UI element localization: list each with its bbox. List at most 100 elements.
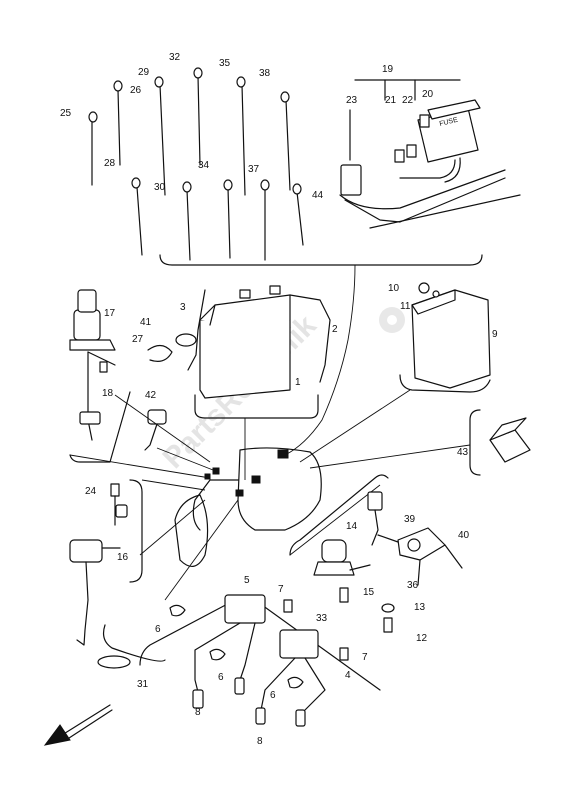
callout-40: 40 xyxy=(458,530,470,541)
fuse-20 xyxy=(419,114,430,128)
callout-2: 2 xyxy=(332,324,338,335)
callout-42: 42 xyxy=(145,390,157,401)
callout-33: 33 xyxy=(316,613,328,624)
fuse-box: FUSE xyxy=(339,79,521,229)
cable-tie-30 xyxy=(186,189,191,261)
ties-bracket xyxy=(159,254,483,266)
callout-8a: 8 xyxy=(195,707,201,718)
callout-28: 28 xyxy=(104,158,116,169)
callout-20: 20 xyxy=(422,89,434,100)
screw-40 xyxy=(444,544,463,569)
callout-26: 26 xyxy=(130,85,142,96)
battery-lead-2 xyxy=(289,294,331,383)
callout-23: 23 xyxy=(346,95,358,106)
callout-3: 3 xyxy=(180,302,186,313)
frame-sketch xyxy=(174,447,322,567)
callout-21: 21 xyxy=(385,95,397,106)
starter-relay-16 xyxy=(69,479,143,646)
callout-39: 39 xyxy=(404,514,416,525)
battery-lead-3 xyxy=(187,289,206,371)
callout-37: 37 xyxy=(248,164,260,175)
callout-15: 15 xyxy=(363,587,375,598)
callout-labels: 1 2 3 4 5 6 6 6 7 7 8 8 9 10 11 12 13 14… xyxy=(60,52,498,747)
battery-assembly xyxy=(147,285,331,419)
callout-8b: 8 xyxy=(257,736,263,747)
clamp-6a xyxy=(169,604,186,617)
plug-lead-8a xyxy=(194,622,241,701)
bolt-15 xyxy=(339,587,349,603)
callout-1: 1 xyxy=(295,377,301,388)
cable-tie-32 xyxy=(197,75,201,166)
callout-17: 17 xyxy=(104,308,116,319)
callout-6b: 6 xyxy=(218,672,224,683)
callout-27: 27 xyxy=(132,334,144,345)
headlight-switch-42 xyxy=(144,409,167,451)
cable-ties-group xyxy=(88,67,304,261)
battery-bracket xyxy=(194,394,319,419)
callout-5: 5 xyxy=(244,575,250,586)
switch-39 xyxy=(377,527,463,586)
bolt-7a xyxy=(283,599,293,613)
small-fasteners xyxy=(339,587,395,633)
fuse-22 xyxy=(406,144,417,158)
coil-4 xyxy=(279,629,319,659)
callout-31: 31 xyxy=(137,679,149,690)
rod-36 xyxy=(417,559,421,586)
callout-22: 22 xyxy=(402,95,414,106)
callout-38: 38 xyxy=(259,68,271,79)
callout-6a: 6 xyxy=(155,624,161,635)
plug-lead-8b xyxy=(259,657,296,716)
callout-19: 19 xyxy=(382,64,394,75)
bolt-12 xyxy=(383,617,393,633)
callout-43: 43 xyxy=(457,447,469,458)
ignition-coils xyxy=(139,594,381,727)
callout-35: 35 xyxy=(219,58,231,69)
battery xyxy=(199,309,291,399)
bolt-7b xyxy=(339,647,349,661)
relay-43 xyxy=(469,409,531,476)
callout-34: 34 xyxy=(198,160,210,171)
callout-6c: 6 xyxy=(270,690,276,701)
callout-7a: 7 xyxy=(278,584,284,595)
callout-30: 30 xyxy=(154,182,166,193)
callout-36: 36 xyxy=(407,580,419,591)
callout-13: 13 xyxy=(414,602,426,613)
callout-44: 44 xyxy=(312,190,324,201)
leader-lines xyxy=(69,264,471,601)
fuse-connector xyxy=(340,164,362,196)
cdi-washer-11 xyxy=(432,290,440,298)
fuse-label: FUSE xyxy=(439,117,459,128)
callout-32: 32 xyxy=(169,52,181,63)
cable-tie-35 xyxy=(241,84,246,196)
callout-25: 25 xyxy=(60,108,72,119)
callout-12: 12 xyxy=(416,633,428,644)
callout-41: 41 xyxy=(140,317,152,328)
callout-18: 18 xyxy=(102,388,114,399)
callout-16: 16 xyxy=(117,552,129,563)
battery-strap-27 xyxy=(147,344,173,362)
ignition-switch xyxy=(69,289,131,463)
callout-4: 4 xyxy=(345,670,351,681)
callout-24: 24 xyxy=(85,486,97,497)
coil-5 xyxy=(224,594,266,624)
battery-band-41 xyxy=(175,333,197,347)
watermark-gear-icon xyxy=(379,307,405,333)
cable-tie-29 xyxy=(159,84,166,196)
callout-7b: 7 xyxy=(362,652,368,663)
washer-13 xyxy=(381,603,395,613)
cdi-bolt-10 xyxy=(418,282,430,294)
cable-tie-38 xyxy=(285,99,291,191)
clamp-6b xyxy=(209,648,226,661)
cable-tie-34 xyxy=(227,187,231,259)
main-switch-17 xyxy=(73,309,101,341)
callout-10: 10 xyxy=(388,283,400,294)
fuse-21 xyxy=(394,149,405,163)
cdi-unit-9 xyxy=(399,282,491,393)
band-31 xyxy=(97,624,166,669)
callout-9: 9 xyxy=(492,329,498,340)
callout-14: 14 xyxy=(346,521,358,532)
front-direction-arrow-icon xyxy=(43,704,113,746)
callout-29: 29 xyxy=(138,67,150,78)
connector-14 xyxy=(367,491,383,511)
